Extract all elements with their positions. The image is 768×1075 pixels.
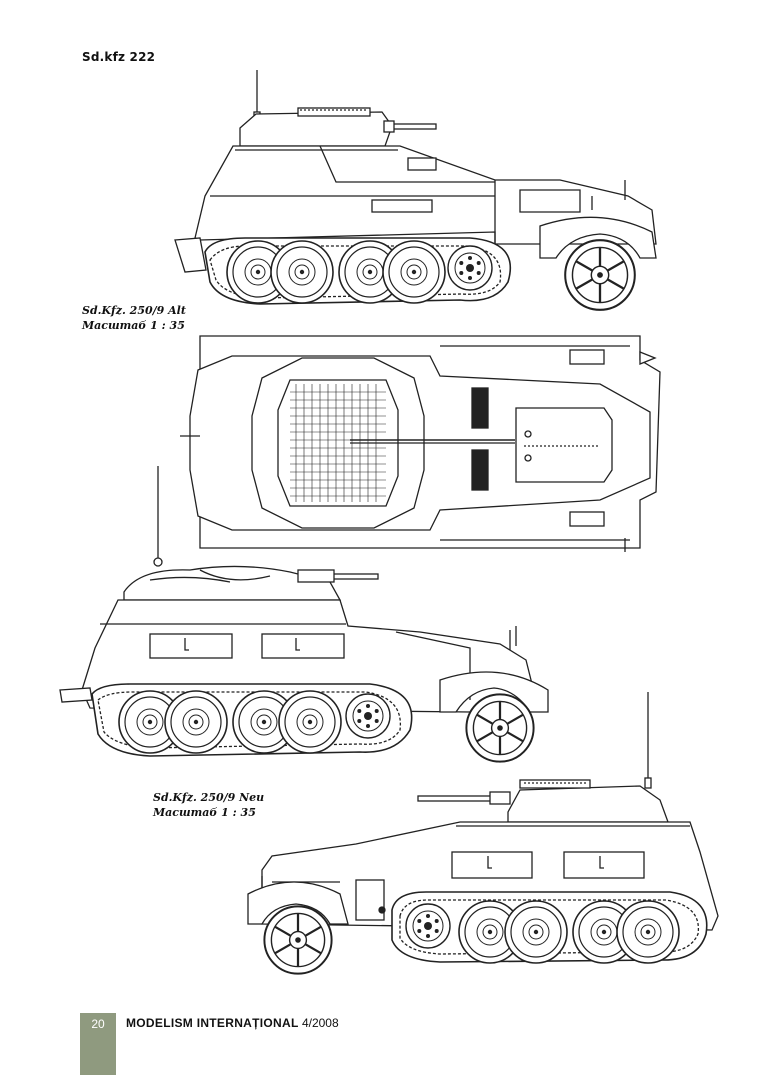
footer-issue: 4/2008 — [301, 1016, 339, 1030]
vehicle-alt-sprocket — [447, 245, 493, 291]
footer-publication: MODELISM INTERNAȚIONAL 4/2008 — [126, 1016, 339, 1030]
caption-alt: Sd.Kfz. 250/9 Alt Масштаб 1 : 35 — [82, 303, 186, 333]
vehicle-222-front-wheel — [263, 905, 333, 975]
page-number-bar — [80, 1013, 116, 1075]
vehicle-neu-front-wheel — [465, 693, 535, 763]
vehicle-222-roadwheel-4 — [616, 900, 680, 964]
caption-neu-scale: Масштаб 1 : 35 — [153, 806, 256, 819]
page-number: 20 — [91, 1017, 105, 1031]
caption-alt-title: Sd.Kfz. 250/9 Alt — [82, 304, 186, 317]
vehicle-alt-front-wheel — [564, 239, 636, 311]
vehicle-222-sprocket — [405, 903, 451, 949]
caption-alt-scale: Масштаб 1 : 35 — [82, 319, 185, 332]
vehicle-neu-sprocket — [345, 693, 391, 739]
vehicle-neu-roadwheel-4 — [278, 690, 342, 754]
caption-neu: Sd.Kfz. 250/9 Neu Масштаб 1 : 35 — [153, 790, 264, 820]
page-header-title: Sd.kfz 222 — [82, 50, 156, 64]
caption-neu-title: Sd.Kfz. 250/9 Neu — [153, 791, 265, 804]
vehicle-top-view — [180, 335, 661, 552]
vehicle-alt-roadwheel-2 — [270, 240, 334, 304]
vehicle-222-roadwheel-2 — [504, 900, 568, 964]
footer-magazine-name: MODELISM INTERNAȚIONAL — [126, 1016, 299, 1030]
vehicle-alt-roadwheel-4 — [382, 240, 446, 304]
vehicle-neu-roadwheel-2 — [164, 690, 228, 754]
